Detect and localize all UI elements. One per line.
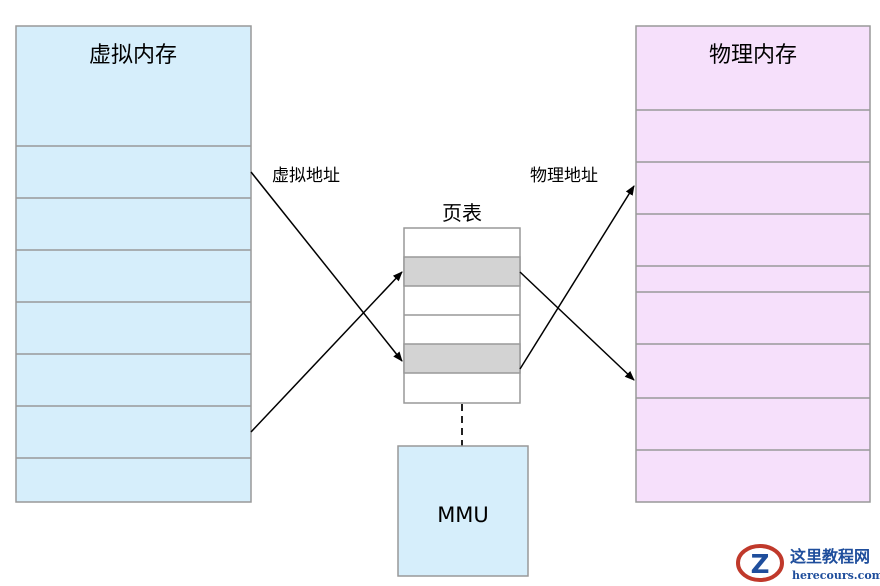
physical-address-label: 物理地址 bbox=[530, 166, 598, 186]
watermark: Z 这里教程网 herecours.com bbox=[736, 544, 880, 582]
virtual-memory-block: 虚拟内存 bbox=[15, 25, 252, 503]
virtual-to-page-table-arrow bbox=[250, 171, 403, 362]
mmu-block: MMU bbox=[397, 445, 529, 577]
virtual-address-label: 虚拟地址 bbox=[272, 166, 340, 186]
virtual-memory-outline bbox=[15, 25, 252, 503]
physical-memory-block: 物理内存 bbox=[635, 25, 871, 503]
svg-text:Z: Z bbox=[751, 550, 770, 580]
watermark-logo-icon: Z bbox=[736, 544, 784, 582]
page-table-to-physical-arrow bbox=[519, 185, 635, 370]
virtual-memory-title: 虚拟内存 bbox=[89, 43, 177, 68]
physical-memory-outline bbox=[635, 25, 871, 503]
page-table: 页表 bbox=[403, 201, 521, 404]
page-table-to-physical-arrow bbox=[519, 271, 635, 381]
virtual-to-page-table-arrow bbox=[250, 271, 403, 433]
page-table-entry-mapped bbox=[403, 343, 521, 374]
mmu-box bbox=[397, 445, 529, 577]
mmu-label: MMU bbox=[437, 503, 489, 527]
page-table-entry-mapped bbox=[403, 256, 521, 287]
page-table-title: 页表 bbox=[442, 201, 482, 225]
watermark-url: herecours.com bbox=[792, 569, 880, 582]
physical-memory-title: 物理内存 bbox=[709, 43, 797, 68]
watermark-name: 这里教程网 bbox=[790, 547, 870, 566]
